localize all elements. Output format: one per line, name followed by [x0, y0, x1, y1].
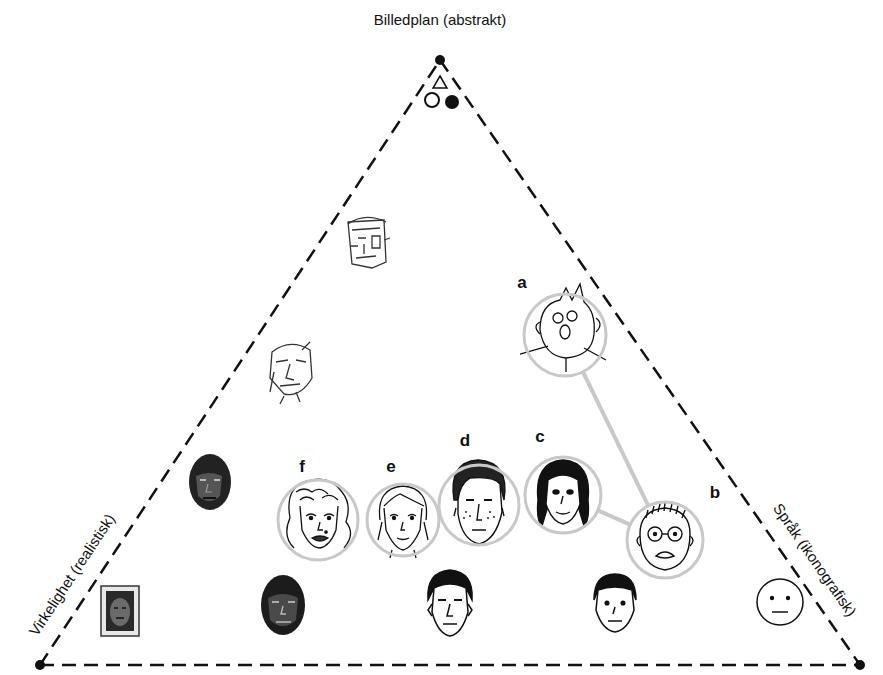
- face-circle: a: [522, 292, 608, 378]
- callout-letter: d: [460, 431, 470, 451]
- circle-outline: [276, 478, 360, 562]
- circle-outline: [625, 500, 705, 580]
- face-circle: c: [523, 455, 603, 535]
- circle-outline: [522, 292, 608, 378]
- face-circle: f: [276, 478, 360, 562]
- face-circle: e: [365, 482, 441, 558]
- circle-outline: [523, 455, 603, 535]
- corner-label: Språk (ikonografisk): [770, 500, 861, 620]
- callout-letter: e: [386, 457, 395, 477]
- callout-letter: a: [517, 273, 526, 293]
- face-circle: d: [437, 463, 521, 547]
- callout-letter: f: [299, 457, 305, 477]
- connector-line: [598, 510, 630, 524]
- circle-outline: [437, 463, 521, 547]
- corner-label: Billedplan (abstrakt): [374, 11, 507, 29]
- face-circle: b: [625, 500, 705, 580]
- callout-letter: b: [710, 483, 720, 503]
- corner-label: Virkelighet (realistisk): [25, 511, 119, 640]
- callout-letter: c: [535, 427, 544, 447]
- connector-line: [583, 372, 648, 506]
- circle-outline: [365, 482, 441, 558]
